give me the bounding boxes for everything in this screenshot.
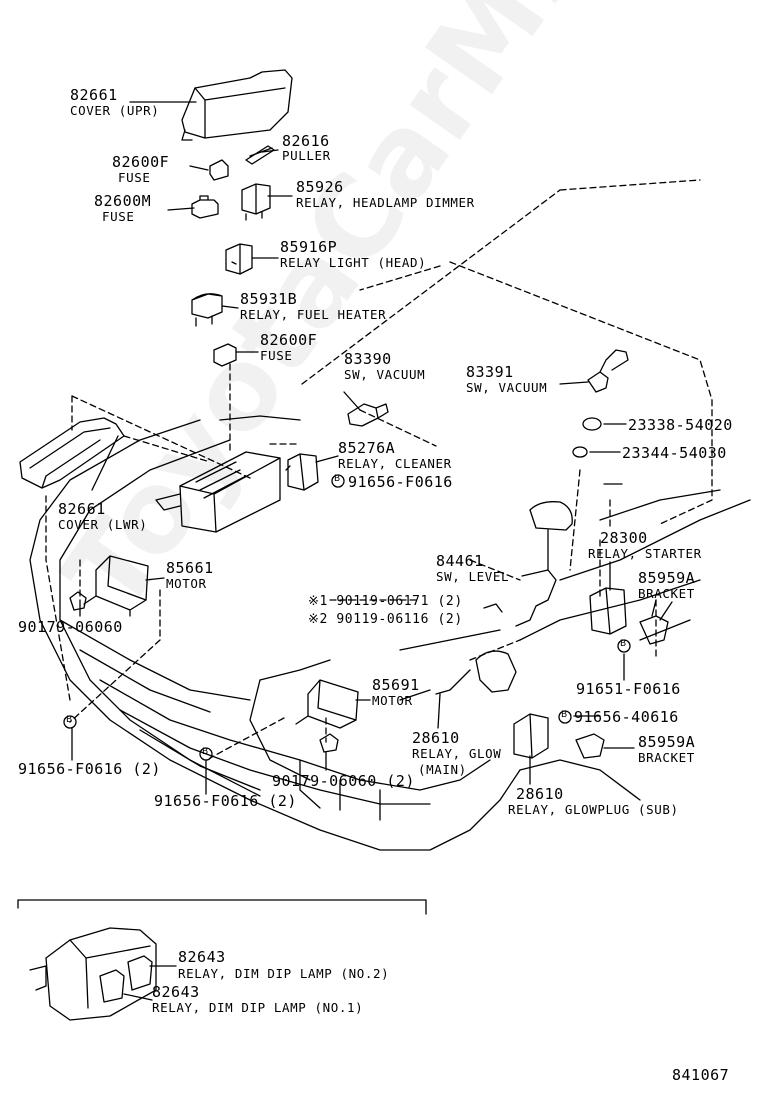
callout-28610-main-desc: RELAY, GLOW	[412, 746, 502, 761]
relay-cleaner-drawing	[285, 453, 319, 491]
relay-fuel-heater-drawing	[191, 293, 223, 327]
callout-note-2: ※2 90119-06116 (2)	[308, 612, 463, 627]
callout-82661-lwr-desc: COVER (LWR)	[58, 517, 148, 532]
callout-23344-number: 23344-54030	[622, 444, 727, 462]
callout-85691-number: 85691	[372, 676, 420, 694]
callout-28300-desc: RELAY, STARTER	[588, 546, 702, 561]
bolt-marker: B	[202, 747, 209, 757]
callout-82643-no1-desc: RELAY, DIM DIP LAMP (NO.1)	[152, 1000, 364, 1015]
bolt-drawing	[483, 603, 503, 613]
vacuum-switch-2-drawing	[587, 349, 629, 393]
callout-82643-no1-number: 82643	[152, 983, 200, 1001]
bolt-marker: B	[561, 710, 568, 720]
gasket-1-drawing	[582, 417, 602, 431]
callout-91656-f0616-b: 91656-F0616 (2)	[18, 760, 161, 778]
callout-23338-number: 23338-54020	[628, 416, 733, 434]
callout-83390-number: 83390	[344, 350, 392, 368]
callout-91656-f0616-c: 91656-F0616 (2)	[154, 792, 297, 810]
callout-91656-f0616-a: 91656-F0616	[348, 473, 453, 491]
callout-82616-desc: PULLER	[282, 148, 331, 163]
callout-82600f-desc: FUSE	[118, 170, 151, 185]
callout-85959a-2-number: 85959A	[638, 733, 696, 751]
callout-90179-06060-2: 90179-06060 (2)	[272, 772, 415, 790]
callout-84461-desc: SW, LEVEL	[436, 569, 510, 584]
callout-85276a-number: 85276A	[338, 439, 396, 457]
callout-82600m-desc: FUSE	[102, 209, 135, 224]
callout-28610-main-qualifier: (MAIN)	[418, 762, 467, 777]
callout-82661-upr-number: 82661	[70, 86, 118, 104]
callout-28610-sub-desc: RELAY, GLOWPLUG (SUB)	[508, 802, 679, 817]
callout-85916p-desc: RELAY LIGHT (HEAD)	[280, 255, 427, 270]
bracket-1-drawing	[639, 599, 669, 645]
callout-82600f-number: 82600F	[112, 153, 170, 171]
bracket-2-drawing	[575, 733, 605, 759]
fuse-2-drawing	[213, 343, 237, 367]
callout-85931b-desc: RELAY, FUEL HEATER	[240, 307, 387, 322]
callout-85916p-number: 85916P	[280, 238, 338, 256]
callout-82600f-2-number: 82600F	[260, 331, 318, 349]
bolt-marker: B	[334, 474, 341, 484]
callout-91656-40616: 91656-40616	[574, 708, 679, 726]
callout-82661-lwr-number: 82661	[58, 500, 106, 518]
fuse-f-drawing	[209, 159, 229, 181]
callout-85959a-1-desc: BRACKET	[638, 586, 695, 601]
bolt-marker: B	[620, 639, 627, 649]
callout-85959a-2-desc: BRACKET	[638, 750, 695, 765]
inset-box	[17, 899, 427, 1021]
callout-82661-upr-desc: COVER (UPR)	[70, 103, 160, 118]
callout-82616-number: 82616	[282, 132, 330, 150]
bolt-marker-circles	[63, 474, 631, 761]
upper-cover-drawing	[181, 69, 293, 141]
vehicle-body-outline	[29, 415, 751, 851]
nut-1-drawing	[69, 591, 87, 611]
bolt-marker: B	[66, 715, 73, 725]
callout-90179-06060: 90179-06060	[18, 618, 123, 636]
level-switch-drawing	[515, 501, 573, 627]
callout-82600f-2-desc: FUSE	[260, 348, 293, 363]
callout-85926-number: 85926	[296, 178, 344, 196]
callout-83391-number: 83391	[466, 363, 514, 381]
callout-82643-no2-number: 82643	[178, 948, 226, 966]
starter-relay-drawing	[589, 587, 627, 635]
callout-28610-sub-number: 28610	[516, 785, 564, 803]
callout-82600m-number: 82600M	[94, 192, 152, 210]
callout-85931b-number: 85931B	[240, 290, 298, 308]
callout-85276a-desc: RELAY, CLEANER	[338, 456, 452, 471]
vacuum-switch-1-drawing	[347, 403, 389, 427]
callout-82643-no2-desc: RELAY, DIM DIP LAMP (NO.2)	[178, 966, 390, 981]
callout-85959a-1-number: 85959A	[638, 569, 696, 587]
leader-lines	[71, 101, 673, 795]
motor-85661-drawing	[83, 555, 149, 617]
callout-note-1: ※1 90119-06171 (2)	[308, 594, 463, 609]
fuse-box-drawing	[155, 451, 281, 533]
glow-relay-main-drawing	[435, 650, 517, 695]
fuse-m-drawing	[191, 195, 219, 219]
relay-dimmer-drawing	[241, 183, 271, 221]
motor-85691-drawing	[295, 679, 359, 729]
glowplug-sub-relay-drawing	[513, 713, 549, 759]
callout-85661-number: 85661	[166, 559, 214, 577]
callout-28610-main-number: 28610	[412, 729, 460, 747]
callout-83390-desc: SW, VACUUM	[344, 367, 426, 382]
callout-85691-desc: MOTOR	[372, 693, 413, 708]
puller-drawing	[245, 145, 275, 165]
gasket-2-drawing	[572, 446, 588, 458]
callout-83391-desc: SW, VACUUM	[466, 380, 548, 395]
callout-28300-number: 28300	[600, 529, 648, 547]
callout-91651-f0616: 91651-F0616	[576, 680, 681, 698]
diagram-reference-number: 841067	[672, 1066, 730, 1084]
nut-2-drawing	[319, 733, 339, 753]
dashed-leaders	[45, 179, 713, 759]
callout-85661-desc: MOTOR	[166, 576, 207, 591]
relay-head-drawing	[225, 243, 253, 275]
callout-85926-desc: RELAY, HEADLAMP DIMMER	[296, 195, 475, 210]
callout-84461-number: 84461	[436, 552, 484, 570]
